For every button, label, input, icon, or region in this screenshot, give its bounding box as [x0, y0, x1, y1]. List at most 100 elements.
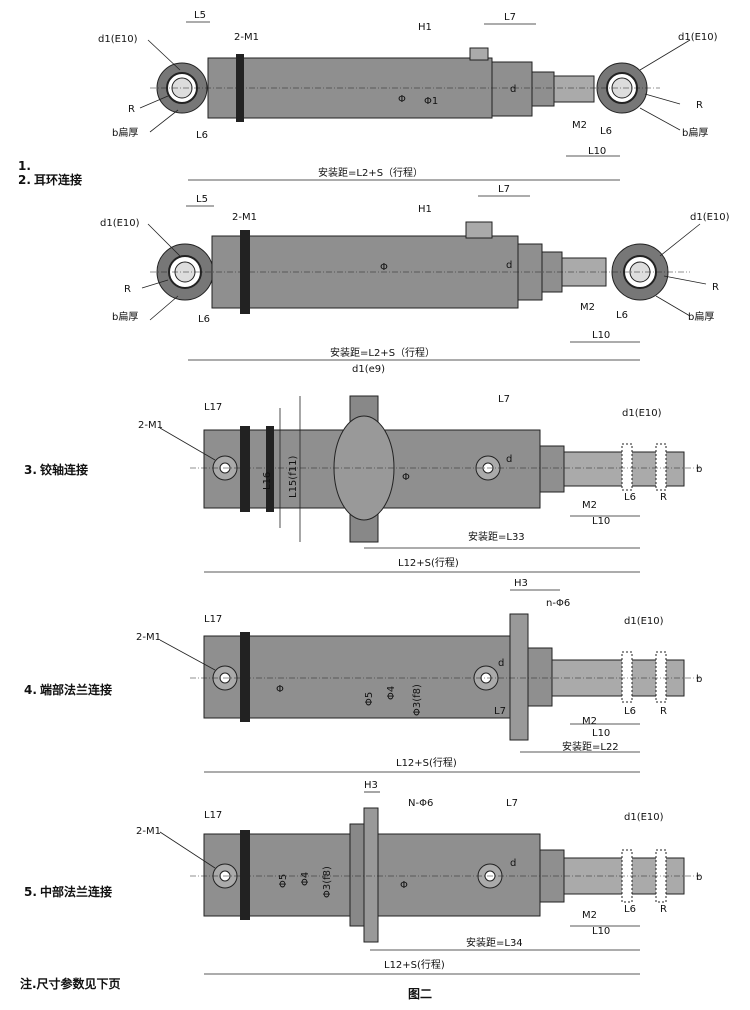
label-h1: H1	[418, 22, 432, 33]
label-l15: L15(f11)	[288, 456, 299, 498]
footer-note: 注.尺寸参数见下页	[20, 976, 121, 991]
label-d1-right: d1(E10)	[690, 212, 730, 223]
seal-band	[240, 830, 250, 920]
section-3-index: 3.	[24, 463, 37, 477]
label-phi1: Φ1	[424, 96, 438, 107]
label-d1-e10: d1(E10)	[624, 812, 664, 823]
label-d1-left: d1(E10)	[98, 34, 138, 45]
seal-band	[240, 426, 250, 512]
middle-flange	[363, 807, 379, 943]
label-d1-left: d1(E10)	[100, 218, 140, 229]
leader	[639, 107, 681, 131]
label-install-distance: 安装距=L34	[466, 936, 523, 949]
oil-port	[465, 221, 493, 239]
label-b: b	[696, 674, 702, 685]
label-l5: L5	[194, 10, 206, 21]
leader	[147, 223, 181, 257]
cylinder-body	[203, 635, 511, 719]
label-phi: Φ	[400, 880, 408, 891]
label-m2: M2	[582, 500, 597, 511]
label-h1: H1	[418, 204, 432, 215]
rod-head	[491, 61, 533, 117]
section-3-title: 铰轴连接	[40, 462, 88, 477]
section-1-ear-ring-connection: L5 2-M1 H1 L7 d1(E10) d1(E10) R R b扁厚 b扁…	[18, 10, 718, 181]
section-5-title: 中部法兰连接	[40, 884, 112, 899]
leader	[655, 295, 691, 317]
end-flange	[509, 613, 529, 741]
section-4-index: 4.	[24, 683, 37, 697]
label-l6: L6	[624, 492, 636, 503]
label-d1-e10: d1(E10)	[622, 408, 662, 419]
leader	[159, 427, 216, 461]
label-r-left: R	[124, 284, 131, 295]
label-phi4: Φ4	[300, 872, 311, 886]
section-2-title: 耳环连接	[34, 172, 82, 187]
label-d: d	[510, 858, 516, 869]
leader	[147, 39, 181, 71]
label-b: b	[696, 872, 702, 883]
flange-hub	[349, 823, 365, 927]
label-2-m1: 2-M1	[232, 212, 257, 223]
label-d: d	[510, 84, 516, 95]
section-2-index: 2.	[18, 173, 31, 187]
label-l6-right: L6	[616, 310, 628, 321]
label-m2: M2	[582, 910, 597, 921]
label-l6: L6	[624, 904, 636, 915]
gland	[527, 647, 553, 707]
label-phi4: Φ4	[386, 686, 397, 700]
label-l10: L10	[588, 146, 606, 157]
label-n-phi6: n-Φ6	[546, 598, 570, 609]
label-l7: L7	[494, 706, 506, 717]
label-r-right: R	[696, 100, 703, 111]
leader	[139, 95, 169, 109]
label-b-right: b扁厚	[688, 310, 714, 323]
label-l7: L7	[498, 184, 510, 195]
leader	[149, 109, 179, 133]
label-l10: L10	[592, 728, 610, 739]
label-m2: M2	[582, 716, 597, 727]
label-stroke: L12+S(行程)	[384, 958, 445, 971]
label-d: d	[506, 260, 512, 271]
leader	[159, 831, 216, 869]
seal-band	[240, 230, 250, 314]
label-phi: Φ	[380, 262, 388, 273]
label-phi: Φ	[402, 472, 410, 483]
label-install-distance: 安装距=L33	[468, 530, 525, 543]
label-l10: L10	[592, 330, 610, 341]
leader	[141, 279, 169, 289]
label-l10: L10	[592, 516, 610, 527]
label-r-right: R	[712, 282, 719, 293]
rod-end	[553, 75, 595, 103]
label-d1-e9: d1(e9)	[352, 364, 385, 375]
label-2-m1: 2-M1	[138, 420, 163, 431]
label-install-distance: 安装距=L2+S（行程）	[318, 166, 423, 179]
label-d1-e10: d1(E10)	[624, 616, 664, 627]
label-install-distance: 安装距=L22	[562, 740, 619, 753]
label-l6: L6	[624, 706, 636, 717]
oil-port	[469, 47, 489, 61]
label-l5: L5	[196, 194, 208, 205]
label-stroke: L12+S(行程)	[398, 556, 459, 569]
section-2-ear-ring-connection: L5 2-M1 H1 L7 d1(E10) d1(E10) R R b扁厚 b扁…	[100, 184, 730, 361]
label-phi3: Φ3(f8)	[412, 684, 423, 716]
clevis-pin-hole	[655, 443, 667, 491]
label-d: d	[506, 454, 512, 465]
leader	[159, 639, 216, 671]
label-b-left: b扁厚	[112, 310, 138, 323]
label-phi5: Φ5	[278, 874, 289, 888]
label-l6-right: L6	[600, 126, 612, 137]
label-n-phi6: N-Φ6	[408, 798, 433, 809]
gland	[539, 445, 565, 493]
label-l7: L7	[504, 12, 516, 23]
label-l17: L17	[204, 810, 222, 821]
label-2-m1: 2-M1	[136, 632, 161, 643]
label-r: R	[660, 492, 667, 503]
clevis-pin-hole	[621, 651, 633, 703]
label-phi5: Φ5	[364, 692, 375, 706]
section-1-index: 1.	[18, 159, 31, 173]
section-4-end-flange-connection: H3 n-Φ6 L17 2-M1 d1(E10) Φ Φ5 Φ4 Φ3(f8) …	[24, 578, 702, 773]
label-l17: L17	[204, 402, 222, 413]
label-install-distance: 安装距=L2+S（行程）	[330, 346, 435, 359]
